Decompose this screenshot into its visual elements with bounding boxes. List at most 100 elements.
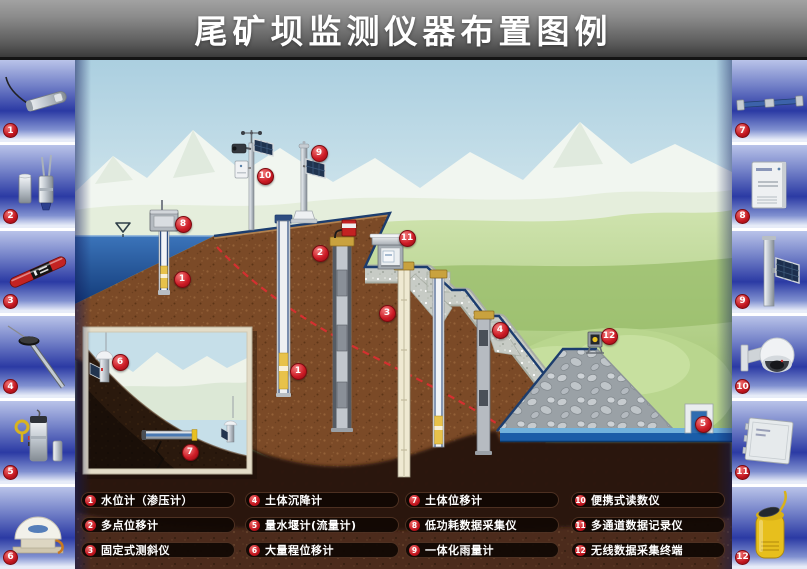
inset-photo bbox=[82, 326, 257, 479]
marker-1a: 1 bbox=[173, 270, 191, 288]
panel-number-badge: 7 bbox=[735, 123, 750, 139]
legend-number: 12 bbox=[575, 544, 586, 556]
photo-panel-12: 12 bbox=[732, 486, 807, 569]
legend-number: 5 bbox=[249, 519, 260, 531]
marker-11: 11 bbox=[398, 229, 416, 247]
settlement-plate-photo bbox=[7, 325, 65, 389]
marker-1b: 1 bbox=[289, 362, 307, 380]
legend-label: 一体化雨量计 bbox=[425, 543, 494, 557]
soil-displacement-rod-photo bbox=[735, 95, 804, 111]
page-title: 尾矿坝监测仪器布置图例 bbox=[194, 11, 613, 51]
solar-pole-photo bbox=[761, 235, 800, 307]
title-bar: 尾矿坝监测仪器布置图例 bbox=[0, 0, 807, 60]
legend-label: 固定式测斜仪 bbox=[101, 543, 170, 557]
legend-label: 水位计（渗压计） bbox=[101, 493, 193, 507]
panel-number-badge: 3 bbox=[3, 293, 18, 309]
legend-label: 无线数据采集终端 bbox=[591, 543, 683, 557]
legend-label: 土体位移计 bbox=[425, 493, 483, 507]
panel-number-badge: 11 bbox=[735, 464, 750, 480]
photo-panel-6: 6 bbox=[0, 486, 75, 569]
water-level-symbol bbox=[115, 222, 131, 237]
borehole-piezometer-1 bbox=[149, 200, 179, 295]
legend-item-1: 1 水位计（渗压计） bbox=[81, 492, 235, 508]
legend-label: 低功耗数据采集仪 bbox=[425, 518, 517, 532]
photo-panel-3: 3 bbox=[0, 230, 75, 316]
borehole-multipoint-displacement bbox=[329, 219, 357, 432]
panel-number-badge: 2 bbox=[3, 208, 18, 224]
legend-label: 便携式读数仪 bbox=[591, 493, 660, 507]
inclinometer-photo bbox=[9, 256, 66, 288]
photo-panel-8: 8 bbox=[732, 145, 807, 231]
legend-item-9: 9 一体化雨量计 bbox=[405, 542, 559, 558]
beach-edge-highlight bbox=[213, 213, 391, 239]
large-range-displacement-photo bbox=[12, 516, 64, 554]
legend-label: 土体沉降计 bbox=[265, 493, 323, 507]
data-acquisition-box-photo bbox=[751, 162, 786, 209]
legend-item-3: 3 固定式测斜仪 bbox=[81, 542, 235, 558]
legend-number: 11 bbox=[575, 519, 586, 531]
marker-10: 10 bbox=[256, 167, 274, 185]
instrument-shelter bbox=[369, 233, 411, 270]
phreatic-line bbox=[216, 246, 509, 432]
solar-panel-pole bbox=[290, 141, 326, 224]
legend-item-2: 2 多点位移计 bbox=[81, 517, 235, 533]
legend-item-11: 11 多通道数据记录仪 bbox=[571, 517, 725, 533]
right-edge-vignette bbox=[716, 60, 732, 569]
wireless-terminal-photo bbox=[755, 490, 787, 559]
left-instrument-sidebar: 1 2 bbox=[0, 60, 75, 569]
drainage-channel bbox=[500, 428, 732, 443]
legend-number: 4 bbox=[249, 494, 260, 506]
marker-6: 6 bbox=[111, 353, 129, 371]
borehole-settlement-gauge bbox=[473, 310, 495, 455]
panel-number-badge: 8 bbox=[735, 208, 750, 224]
legend-label: 多点位移计 bbox=[101, 518, 159, 532]
weather-station bbox=[231, 130, 274, 231]
photo-panel-7: 7 bbox=[732, 60, 807, 146]
marker-8: 8 bbox=[174, 215, 192, 233]
dome-camera-photo bbox=[740, 337, 794, 373]
legend-number: 1 bbox=[85, 494, 96, 506]
legend-number: 9 bbox=[409, 544, 420, 556]
legend-item-12: 12 无线数据采集终端 bbox=[571, 542, 725, 558]
diagram-scene bbox=[75, 60, 732, 569]
foundation-stratum bbox=[75, 358, 732, 531]
left-edge-vignette bbox=[75, 60, 91, 569]
legend-label: 量水堰计(流量计) bbox=[265, 518, 357, 532]
panel-number-badge: 12 bbox=[735, 549, 750, 565]
legend-number: 2 bbox=[85, 519, 96, 531]
marker-5: 5 bbox=[694, 415, 712, 433]
marker-3: 3 bbox=[378, 304, 396, 322]
slope-crack bbox=[154, 440, 165, 469]
right-instrument-sidebar: 7 8 9 bbox=[732, 60, 807, 569]
legend-number: 10 bbox=[575, 494, 586, 506]
legend-item-4: 4 土体沉降计 bbox=[245, 492, 399, 508]
photo-panel-11: 11 bbox=[732, 401, 807, 487]
photo-panel-9: 9 bbox=[732, 230, 807, 316]
panel-number-badge: 1 bbox=[3, 123, 18, 139]
legend-item-5: 5 量水堰计(流量计) bbox=[245, 517, 399, 533]
legend-item-8: 8 低功耗数据采集仪 bbox=[405, 517, 559, 533]
legend-item-10: 10 便携式读数仪 bbox=[571, 492, 725, 508]
multipoint-displacement-photo bbox=[18, 155, 53, 211]
panel-number-badge: 10 bbox=[735, 379, 750, 395]
photo-panel-5: 5 bbox=[0, 401, 75, 487]
legend-number: 6 bbox=[249, 544, 260, 556]
marker-12: 12 bbox=[600, 327, 618, 345]
borehole-piezometer-2 bbox=[274, 214, 293, 397]
legend-number: 8 bbox=[409, 519, 420, 531]
piezometer-photo bbox=[4, 76, 67, 112]
legend-number: 3 bbox=[85, 544, 96, 556]
panel-number-badge: 5 bbox=[3, 464, 18, 480]
marker-2: 2 bbox=[311, 244, 329, 262]
data-recorder-photo bbox=[741, 417, 793, 465]
marker-9: 9 bbox=[310, 144, 328, 162]
legend-label: 多通道数据记录仪 bbox=[591, 518, 683, 532]
rockfill-sensor-station bbox=[586, 331, 604, 354]
legend-label: 大量程位移计 bbox=[265, 543, 334, 557]
panel-number-badge: 4 bbox=[3, 379, 18, 395]
photo-panel-2: 2 bbox=[0, 145, 75, 231]
photo-panel-10: 10 bbox=[732, 315, 807, 402]
